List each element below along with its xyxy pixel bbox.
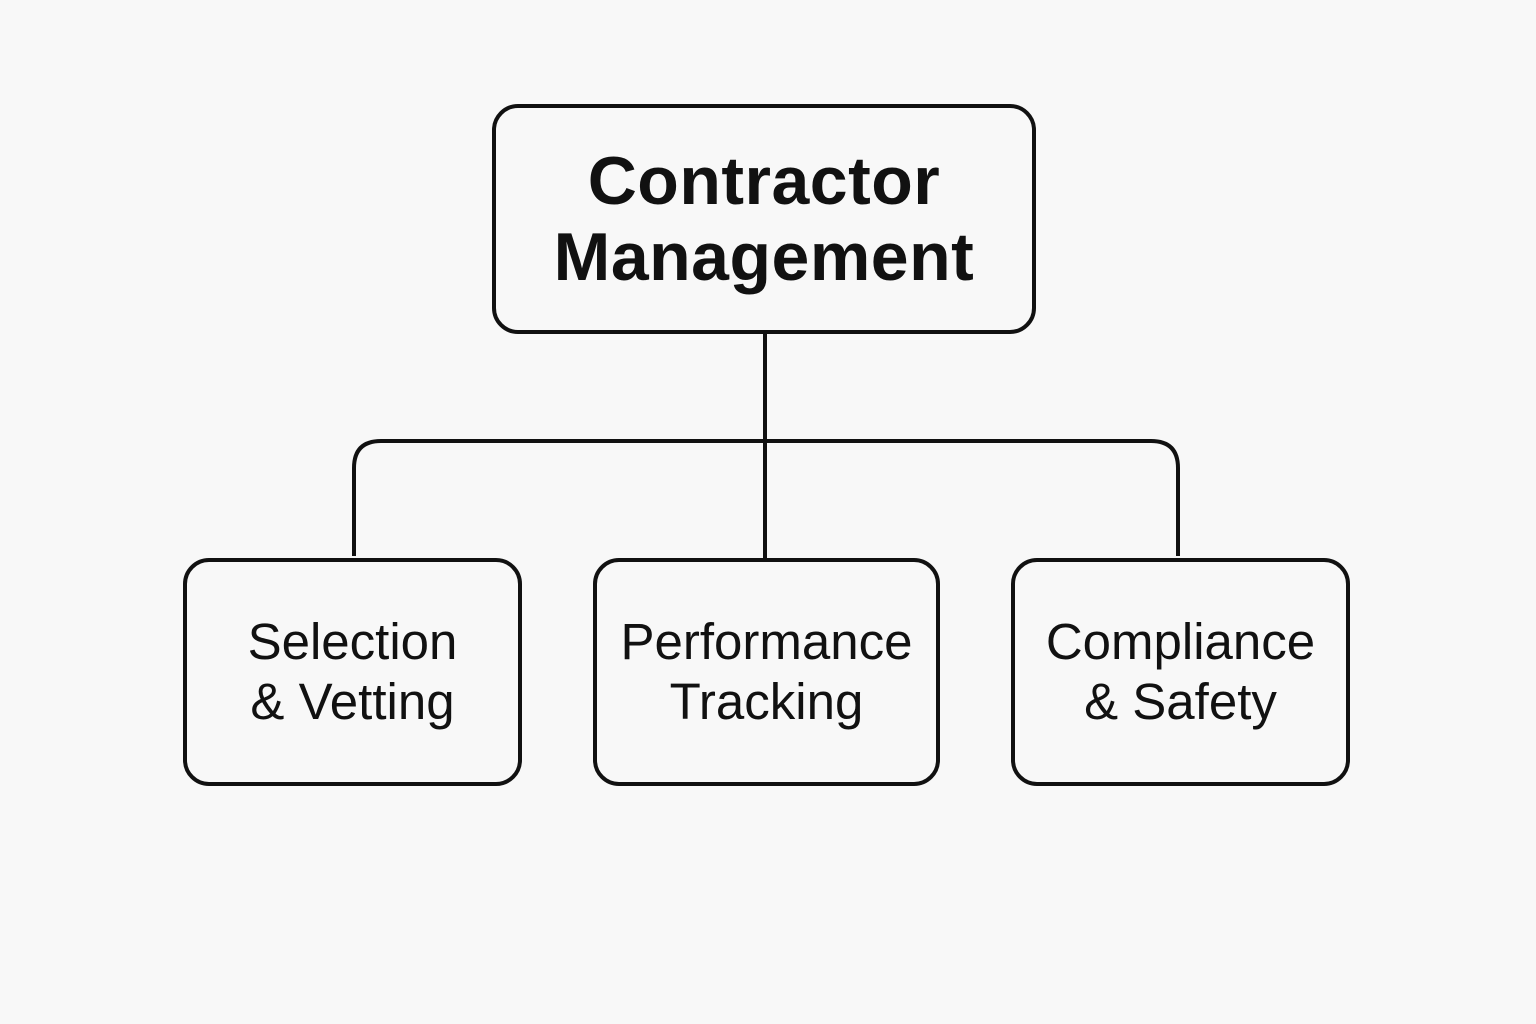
root-node-contractor-management: Contractor Management [492, 104, 1036, 334]
child-node-1-label-line-1: Selection [247, 613, 458, 670]
child-node-performance-tracking: Performance Tracking [593, 558, 940, 786]
root-node-label-line-1: Contractor [587, 143, 941, 219]
child-node-selection-vetting: Selection & Vetting [183, 558, 522, 786]
child-node-compliance-safety: Compliance & Safety [1011, 558, 1350, 786]
child-node-1-label-line-2: & Vetting [250, 673, 455, 730]
child-node-2-label-line-2: Tracking [669, 673, 864, 730]
branch-connector [352, 439, 1180, 556]
root-node-label-line-2: Management [553, 219, 975, 295]
child-node-3-label-line-1: Compliance [1045, 613, 1316, 670]
child-node-2-label-line-1: Performance [620, 613, 913, 670]
child-node-3-label-line-2: & Safety [1084, 673, 1277, 730]
